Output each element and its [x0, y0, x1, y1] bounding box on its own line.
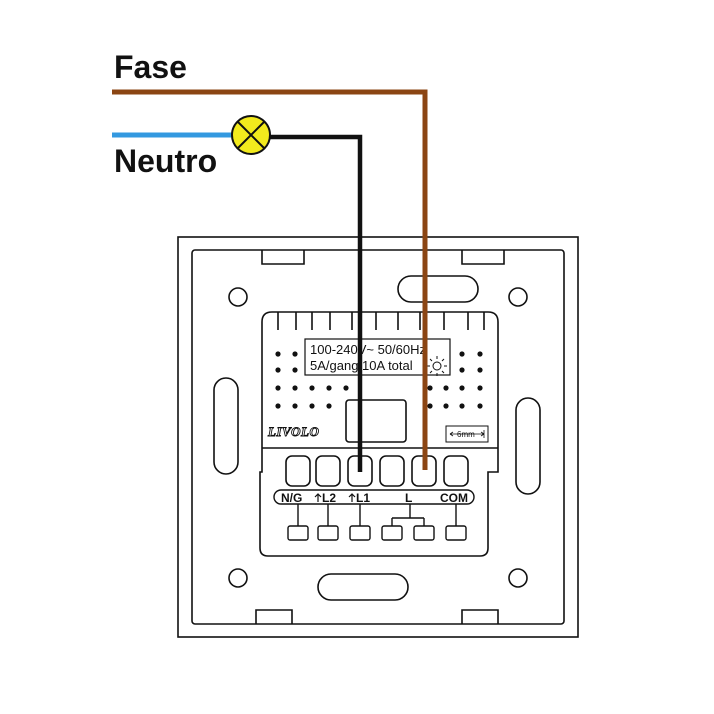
strip-length-label: 6mm [457, 430, 475, 439]
phase-label: Fase [114, 49, 187, 85]
terminal-socket-com [443, 455, 469, 487]
terminal-socket-ng [285, 455, 311, 487]
terminal-screws [287, 504, 467, 541]
terminal-labels: N/G L2 L1 L COM [273, 489, 475, 505]
phase-wire [112, 89, 428, 470]
wiring [112, 89, 428, 472]
terminal-socket-l-a [379, 455, 405, 487]
terminal-label-l: L [405, 491, 412, 505]
light-bulb-icon [427, 356, 447, 376]
terminal-label-l1: L1 [356, 491, 370, 505]
arrow-up-icon [314, 493, 322, 502]
switched-wire [266, 134, 363, 472]
mounting-slots [213, 275, 541, 601]
screw-holes [228, 287, 528, 588]
terminal-socket-l2 [315, 455, 341, 487]
brand-logo: LIVOLO [267, 424, 320, 439]
lamp-icon [231, 115, 271, 155]
neutral-label: Neutro [114, 143, 217, 179]
switch-plate [177, 236, 579, 638]
arrow-up-icon [348, 493, 356, 502]
switch-module [259, 311, 499, 557]
terminal-label-ng: N/G [281, 491, 302, 505]
strip-length-indicator: 6mm [445, 425, 489, 443]
spec-line-voltage: 100-240V~ 50/60Hz [310, 342, 426, 357]
vent-holes [275, 351, 483, 409]
spec-label: 100-240V~ 50/60Hz 5A/gang 10A total [304, 338, 451, 376]
terminal-sockets [285, 455, 469, 487]
terminal-label-l2: L2 [322, 491, 336, 505]
terminal-label-com: COM [440, 491, 468, 505]
